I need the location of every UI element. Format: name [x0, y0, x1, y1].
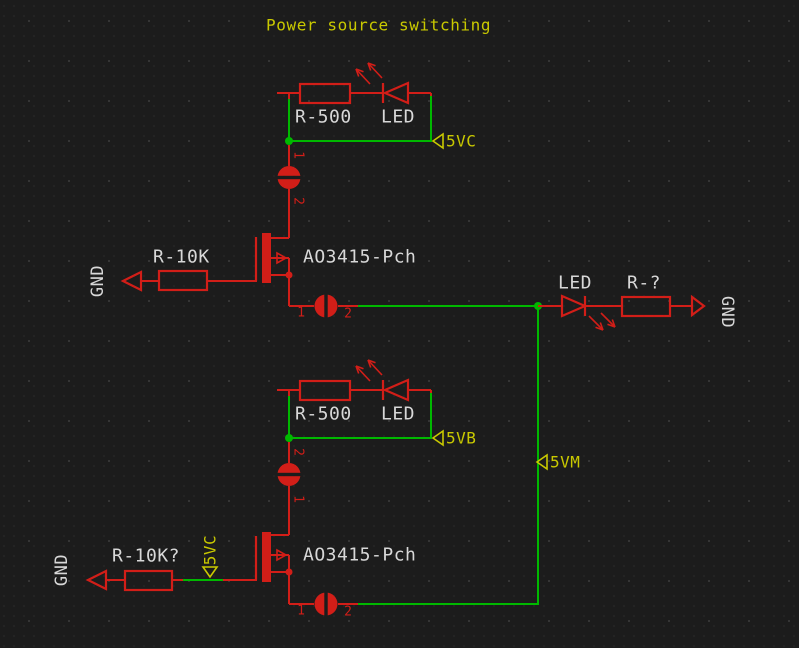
led-triangle-icon	[382, 378, 410, 402]
jumper-gap-icon	[275, 175, 303, 180]
net-wires-green	[183, 95, 542, 605]
solder-jumper-top-horizontal[interactable]: 1 2	[297, 292, 352, 322]
solder-jumper-bottom-vertical[interactable]: 2 1	[275, 448, 306, 503]
jumper-gap-icon	[324, 590, 328, 618]
net-wires-red	[106, 92, 692, 605]
gnd-label: GND	[88, 265, 108, 297]
led-triangle-icon	[560, 294, 588, 318]
solder-jumper-bottom-horizontal[interactable]: 1 2	[297, 590, 352, 620]
led-label: LED	[558, 273, 592, 294]
pin-number: 1	[291, 495, 306, 503]
gnd-flag-top-left[interactable]: GND	[88, 265, 143, 297]
mosfet-part-number: AO3415-Pch	[303, 247, 416, 268]
resistor-value: R-10K?	[112, 546, 180, 567]
resistor-body-icon	[123, 569, 174, 592]
net-name: 5VC	[446, 132, 476, 151]
led-triangle-icon	[382, 81, 410, 105]
resistor-body-icon	[620, 295, 672, 318]
resistor-r-output[interactable]: R-?	[620, 273, 672, 318]
schematic-title[interactable]: Power source switching	[266, 16, 491, 35]
resistor-value: R-10K	[153, 247, 210, 268]
pin-number: 2	[344, 307, 352, 322]
pin-number: 2	[291, 448, 306, 456]
mosfet-q-top[interactable]: AO3415-Pch	[254, 233, 416, 306]
gnd-arrow-icon	[120, 270, 143, 292]
led-top[interactable]: LED	[355, 62, 415, 128]
global-label-5vm[interactable]: 5VM	[535, 453, 580, 472]
pin-number: 1	[297, 604, 305, 619]
net-name: 5VB	[446, 429, 476, 448]
led-label: LED	[381, 404, 415, 425]
resistor-value: R-500	[295, 404, 352, 425]
resistor-body-icon	[298, 379, 352, 402]
gnd-arrow-icon	[690, 294, 706, 318]
global-label-arrow-icon	[431, 429, 444, 447]
led-output[interactable]: LED	[558, 273, 616, 331]
global-label-arrow-icon	[201, 566, 219, 579]
resistor-r10k-bottom[interactable]: R-10K?	[112, 546, 180, 592]
gnd-arrow-icon	[85, 569, 108, 591]
led-emission-arrows-icon	[588, 312, 616, 331]
resistor-r500-bottom[interactable]: R-500	[295, 379, 352, 425]
resistor-value: R-?	[627, 273, 661, 294]
mosfet-arrow-icon	[276, 548, 288, 562]
global-label-arrow-icon	[431, 132, 444, 150]
junction-dot	[285, 434, 293, 442]
solder-jumper-top-vertical[interactable]: 1 2	[275, 151, 306, 205]
junction-dot	[285, 568, 293, 576]
pin-number: 1	[297, 306, 305, 321]
mosfet-q-bottom[interactable]: AO3415-Pch	[254, 532, 416, 604]
led-label: LED	[381, 107, 415, 128]
junction-dot	[285, 271, 293, 279]
gnd-flag-bottom-left[interactable]: GND	[52, 554, 108, 591]
resistor-body-icon	[157, 269, 209, 292]
led-bottom[interactable]: LED	[355, 359, 415, 425]
pin-number: 1	[291, 151, 306, 159]
net-name: 5VC	[201, 535, 220, 565]
gnd-label: GND	[52, 554, 72, 586]
led-emission-arrows-icon	[355, 359, 383, 382]
global-label-5vb[interactable]: 5VB	[431, 429, 476, 448]
resistor-value: R-500	[295, 107, 352, 128]
pin-number: 2	[344, 605, 352, 620]
led-emission-arrows-icon	[355, 62, 383, 85]
resistor-r500-top[interactable]: R-500	[295, 82, 352, 128]
mosfet-channel-icon	[262, 532, 271, 582]
gnd-label: GND	[717, 296, 737, 328]
pin-number: 2	[291, 197, 306, 205]
mosfet-arrow-icon	[276, 251, 288, 265]
jumper-gap-icon	[275, 472, 303, 477]
mosfet-part-number: AO3415-Pch	[303, 545, 416, 566]
jumper-gap-icon	[324, 292, 328, 320]
mosfet-channel-icon	[262, 233, 271, 283]
gnd-flag-right[interactable]: GND	[690, 294, 737, 328]
resistor-r10k-top[interactable]: R-10K	[153, 247, 210, 292]
global-label-5vc-top[interactable]: 5VC	[431, 132, 476, 151]
junction-dot	[285, 137, 293, 145]
net-name: 5VM	[550, 453, 580, 472]
resistor-body-icon	[298, 82, 352, 105]
global-label-5vc-gate[interactable]: 5VC	[201, 535, 220, 579]
global-label-arrow-icon	[535, 453, 548, 471]
